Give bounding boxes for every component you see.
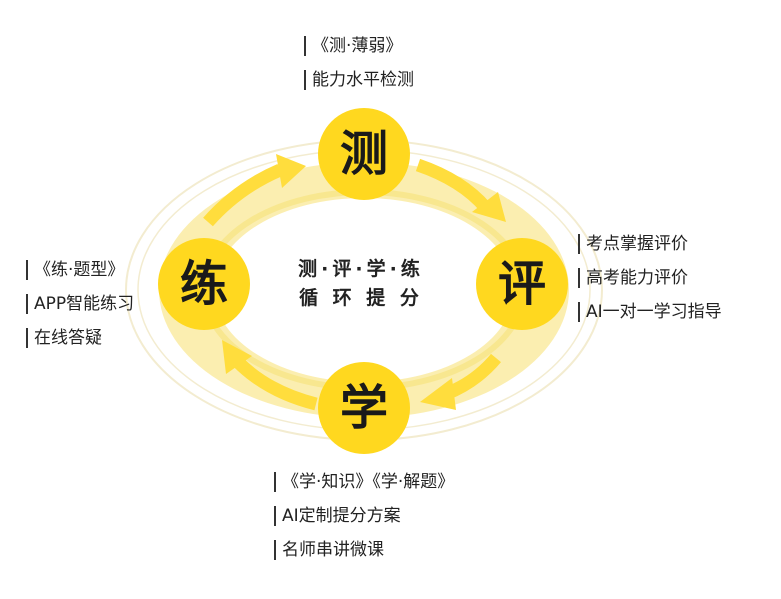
labels-top: 《测·薄弱》 能力水平检测 — [304, 36, 414, 104]
label-top-1: 《测·薄弱》 — [304, 36, 414, 56]
label-bottom-3: 名师串讲微课 — [274, 540, 454, 560]
labels-right: 考点掌握评价 高考能力评价 AI一对一学习指导 — [578, 234, 722, 336]
center-hole — [214, 198, 514, 382]
labels-bottom: 《学·知识》《学·解题》 AI定制提分方案 名师串讲微课 — [274, 472, 454, 574]
node-learn: 学 — [318, 362, 410, 454]
center-caption: 测·评·学·练 循 环 提 分 — [286, 255, 436, 313]
arrow-right-to-bottom — [420, 353, 501, 410]
label-left-1: 《练·题型》 — [26, 260, 134, 280]
arrow-bottom-to-left — [222, 340, 318, 411]
node-practice: 练 — [158, 238, 250, 330]
center-caption-line-2: 循 环 提 分 — [299, 287, 423, 309]
label-right-2: 高考能力评价 — [578, 268, 722, 288]
arrow-top-to-right — [415, 158, 506, 222]
label-right-1: 考点掌握评价 — [578, 234, 722, 254]
label-top-2: 能力水平检测 — [304, 70, 414, 90]
label-bottom-1: 《学·知识》《学·解题》 — [274, 472, 454, 492]
labels-left: 《练·题型》 APP智能练习 在线答疑 — [26, 260, 134, 362]
label-left-2: APP智能练习 — [26, 294, 134, 314]
label-left-3: 在线答疑 — [26, 328, 134, 348]
node-test: 测 — [318, 108, 410, 200]
label-bottom-2: AI定制提分方案 — [274, 506, 454, 526]
node-evaluate: 评 — [476, 238, 568, 330]
arrow-left-to-top — [203, 154, 306, 227]
center-caption-line-1: 测·评·学·练 — [298, 258, 424, 280]
label-right-3: AI一对一学习指导 — [578, 302, 722, 322]
